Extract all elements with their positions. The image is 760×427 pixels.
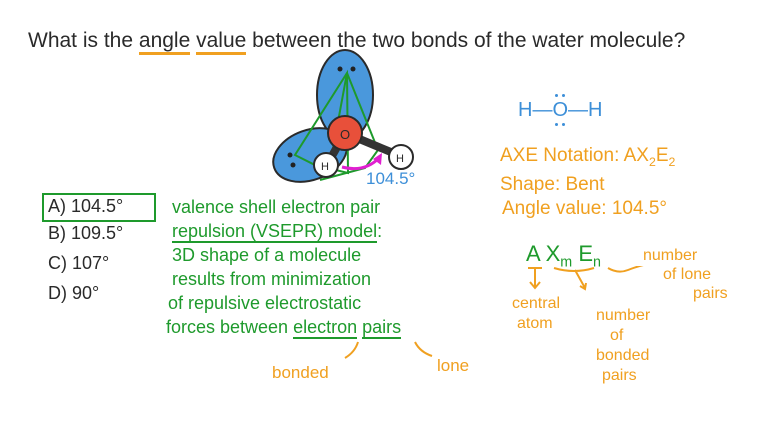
vsepr-pairs: pairs <box>362 317 402 339</box>
axe-a: A <box>526 241 540 266</box>
lone-pairs-label: number of lone pairs <box>643 246 728 303</box>
axe-e: E <box>578 241 594 266</box>
axe-arrows <box>528 266 644 291</box>
lewis-o: O <box>552 94 569 126</box>
angle-value-text: Angle value: 104.5° <box>502 198 667 219</box>
lewis-h-right: H <box>588 99 603 121</box>
lone-pair-dot <box>555 123 559 126</box>
lone-pair-dot <box>562 123 566 126</box>
option-a[interactable]: A) 104.5° <box>48 196 124 216</box>
lone-label: lone <box>437 356 470 375</box>
vsepr-term: repulsion (VSEPR) model <box>172 221 378 243</box>
axe-m: m <box>560 254 573 271</box>
question-text: What is the <box>28 29 139 52</box>
vsepr-line4: results from minimization <box>172 269 372 289</box>
oxygen-label: O <box>340 127 350 142</box>
bonded-line3: bonded <box>596 347 650 364</box>
hydrogen-atom-right <box>388 144 414 170</box>
lone-line1: number <box>643 247 698 264</box>
lone-line3: pairs <box>693 285 728 302</box>
axe-x: X <box>545 241 561 266</box>
oxygen-atom <box>327 115 363 151</box>
notation-m: 2 <box>648 154 656 169</box>
central-atom-label: central atom <box>512 294 560 334</box>
lone-pair-dot <box>562 94 566 97</box>
option-c[interactable]: C) 107° <box>48 253 110 273</box>
axe-n: n <box>593 254 601 271</box>
bonded-line2: of <box>610 327 624 344</box>
notation-ax: AX <box>623 145 649 166</box>
axe-formula: A Xm En <box>526 241 601 270</box>
option-d[interactable]: D) 90° <box>48 283 100 303</box>
hydrogen-label-right: H <box>396 153 404 165</box>
vsepr-line5: of repulsive electrostatic <box>168 293 362 313</box>
vsepr-electron: electron <box>293 317 358 339</box>
lewis-h-left: H <box>518 99 533 121</box>
notation-e: E <box>655 145 669 166</box>
vsepr-line1: valence shell electron pair <box>172 197 381 217</box>
axe-notation-label: AXE Notation: <box>500 145 624 166</box>
vsepr-colon: : <box>377 221 383 241</box>
water-molecule-diagram: O H H <box>272 49 414 183</box>
vsepr-line3: 3D shape of a molecule <box>172 245 362 265</box>
hydrogen-atom-left <box>313 152 339 178</box>
lone-line2: of lone <box>663 266 712 283</box>
lone-pair-dot <box>555 94 559 97</box>
question-suffix: between the two bonds of the water molec… <box>246 29 686 52</box>
hydrogen-label-left: H <box>321 161 329 173</box>
vsepr-line2: repulsion (VSEPR) model: <box>172 221 383 243</box>
lewis-o-label: O <box>552 99 569 121</box>
highlight-angle: angle <box>138 29 191 55</box>
bonded-line1: number <box>596 307 651 324</box>
bonded-line4: pairs <box>602 367 637 384</box>
bonded-label: bonded <box>272 363 329 382</box>
option-b[interactable]: B) 109.5° <box>48 223 124 243</box>
bonded-pairs-label: number of bonded pairs <box>596 306 650 386</box>
central-line2: atom <box>517 315 553 332</box>
vsepr-line6: forces between electron pairs <box>166 317 402 339</box>
axe-notation: AXE Notation: AX2E2 <box>500 145 675 168</box>
angle-label: 104.5° <box>366 169 416 188</box>
vsepr-forces: forces between <box>166 317 294 337</box>
highlight-value: value <box>196 29 247 55</box>
selected-answer-box <box>42 193 156 222</box>
question-title: What is the angle value between the two … <box>28 29 686 55</box>
notation-n: 2 <box>668 154 676 169</box>
pair-arrows <box>344 341 433 359</box>
central-line1: central <box>512 295 561 312</box>
lewis-structure: H—O—H <box>518 94 603 126</box>
shape-text: Shape: Bent <box>500 174 605 195</box>
